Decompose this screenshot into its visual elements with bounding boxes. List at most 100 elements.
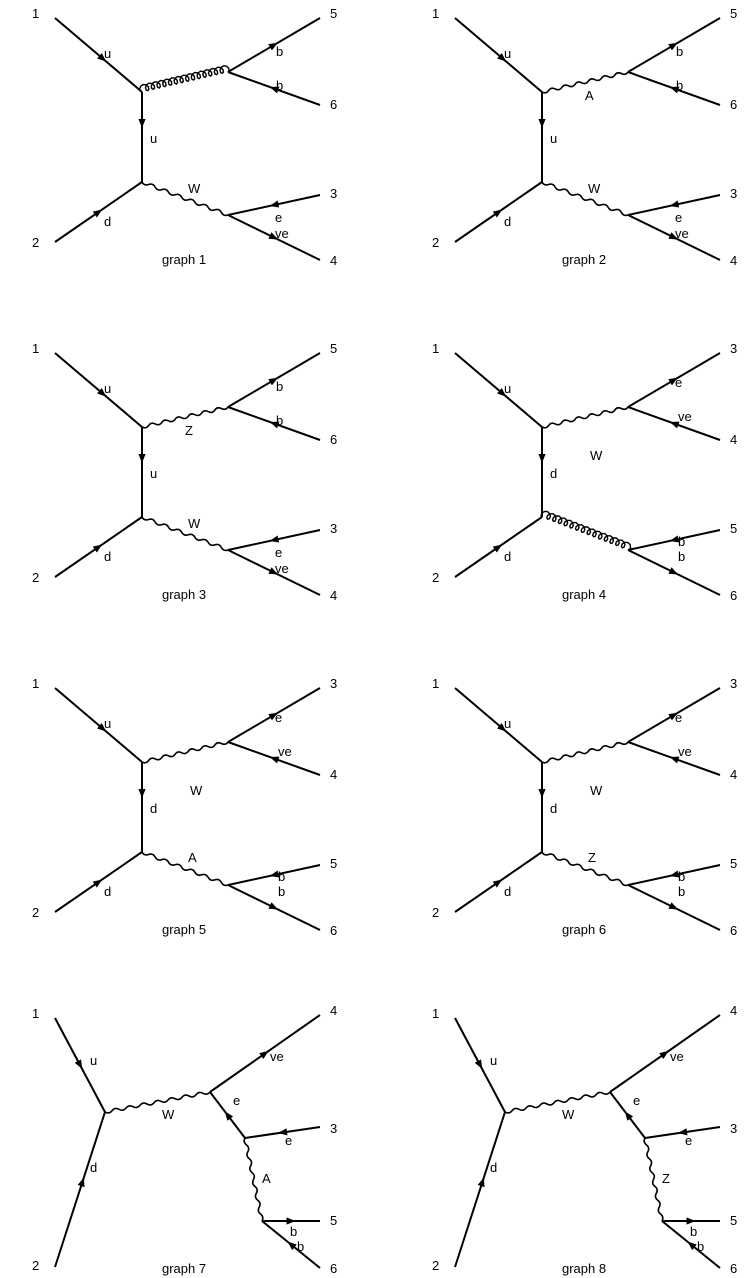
external-label: 4 bbox=[330, 253, 337, 268]
boson-label: W bbox=[588, 181, 601, 196]
fermion-arrow bbox=[97, 53, 107, 62]
boson-line bbox=[141, 181, 229, 217]
particle-label: ve bbox=[275, 561, 289, 576]
particle-label: u bbox=[90, 1053, 97, 1068]
particle-label: d bbox=[104, 549, 111, 564]
boson-label: W bbox=[188, 181, 201, 196]
external-label: 1 bbox=[432, 1006, 439, 1021]
boson-line bbox=[541, 741, 629, 764]
fermion-arrow bbox=[224, 1111, 234, 1121]
fermion-arrow bbox=[138, 119, 146, 128]
particle-label: Z bbox=[588, 850, 596, 865]
fermion-arrow bbox=[669, 421, 680, 429]
fermion-arrow bbox=[268, 712, 278, 721]
fermion-line bbox=[54, 1111, 106, 1268]
fermion-arrow bbox=[669, 86, 680, 94]
boson-line bbox=[643, 1137, 664, 1222]
particle-label: W bbox=[590, 448, 603, 463]
fermion-arrow bbox=[138, 789, 146, 798]
graph-caption: graph 5 bbox=[162, 922, 206, 937]
fermion-arrow bbox=[92, 544, 103, 553]
external-label: 5 bbox=[730, 6, 737, 21]
fermion-arrow bbox=[97, 388, 107, 397]
particle-label: b bbox=[678, 869, 685, 884]
external-label: 1 bbox=[432, 6, 439, 21]
fermion-arrow bbox=[269, 421, 280, 429]
fermion-arrow bbox=[669, 756, 680, 764]
fermion-line bbox=[454, 687, 543, 763]
external-label: 5 bbox=[730, 1213, 737, 1228]
fermion-line bbox=[54, 352, 143, 428]
particle-label: ve bbox=[275, 226, 289, 241]
external-label: 3 bbox=[730, 1121, 737, 1136]
fermion-arrow bbox=[669, 535, 680, 543]
particle-label: d bbox=[150, 801, 157, 816]
particle-label: u bbox=[150, 131, 157, 146]
external-label: 2 bbox=[432, 905, 439, 920]
fermion-line bbox=[454, 352, 543, 428]
external-label: 5 bbox=[330, 6, 337, 21]
graph-caption: graph 7 bbox=[162, 1261, 206, 1276]
fermion-arrow bbox=[268, 567, 279, 575]
external-label: 3 bbox=[730, 186, 737, 201]
external-label: 3 bbox=[330, 1121, 337, 1136]
external-label: 5 bbox=[330, 341, 337, 356]
graph-caption: graph 8 bbox=[562, 1261, 606, 1276]
particle-label: d bbox=[490, 1160, 497, 1175]
external-label: 5 bbox=[330, 1213, 337, 1228]
particle-label: b bbox=[276, 379, 283, 394]
particle-label: b bbox=[678, 534, 685, 549]
fermion-arrow bbox=[497, 723, 507, 732]
particle-label: b bbox=[690, 1224, 697, 1239]
fermion-arrow bbox=[269, 870, 280, 878]
particle-label: ve bbox=[670, 1049, 684, 1064]
particle-label: u bbox=[504, 46, 511, 61]
external-label: 2 bbox=[432, 570, 439, 585]
particle-label: ve bbox=[270, 1049, 284, 1064]
boson-line bbox=[243, 1137, 264, 1222]
particle-label: e bbox=[285, 1133, 292, 1148]
fermion-arrow bbox=[259, 1050, 269, 1060]
external-label: 5 bbox=[730, 856, 737, 871]
particle-label: d bbox=[550, 801, 557, 816]
fermion-arrow bbox=[668, 42, 678, 51]
particle-label: d bbox=[104, 884, 111, 899]
particle-label: W bbox=[190, 783, 203, 798]
particle-label: ve bbox=[678, 409, 692, 424]
boson-label: W bbox=[562, 1107, 575, 1122]
particle-label: e bbox=[675, 375, 682, 390]
boson-label: W bbox=[188, 516, 201, 531]
fermion-arrow bbox=[92, 209, 103, 218]
particle-label: b bbox=[276, 78, 283, 93]
external-label: 6 bbox=[730, 923, 737, 938]
external-label: 4 bbox=[730, 432, 737, 447]
external-label: 6 bbox=[330, 97, 337, 112]
particle-label: e bbox=[233, 1093, 240, 1108]
fermion-arrow bbox=[624, 1111, 634, 1121]
fermion-arrow bbox=[97, 723, 107, 732]
fermion-arrow bbox=[138, 454, 146, 463]
external-label: 3 bbox=[330, 521, 337, 536]
fermion-arrow bbox=[668, 377, 678, 386]
particle-label: d bbox=[504, 884, 511, 899]
external-label: 4 bbox=[330, 1003, 337, 1018]
fermion-arrow bbox=[268, 377, 278, 386]
particle-label: u bbox=[490, 1053, 497, 1068]
external-label: 6 bbox=[330, 923, 337, 938]
particle-label: b bbox=[678, 884, 685, 899]
fermion-arrow bbox=[268, 902, 279, 910]
external-label: 3 bbox=[330, 186, 337, 201]
particle-label: e bbox=[275, 210, 282, 225]
graph-caption: graph 6 bbox=[562, 922, 606, 937]
particle-label: d bbox=[550, 466, 557, 481]
fermion-arrow bbox=[668, 232, 679, 240]
particle-label: d bbox=[504, 214, 511, 229]
particle-label: b bbox=[276, 44, 283, 59]
fermion-arrow bbox=[659, 1050, 669, 1060]
fermion-arrow bbox=[678, 1128, 688, 1136]
